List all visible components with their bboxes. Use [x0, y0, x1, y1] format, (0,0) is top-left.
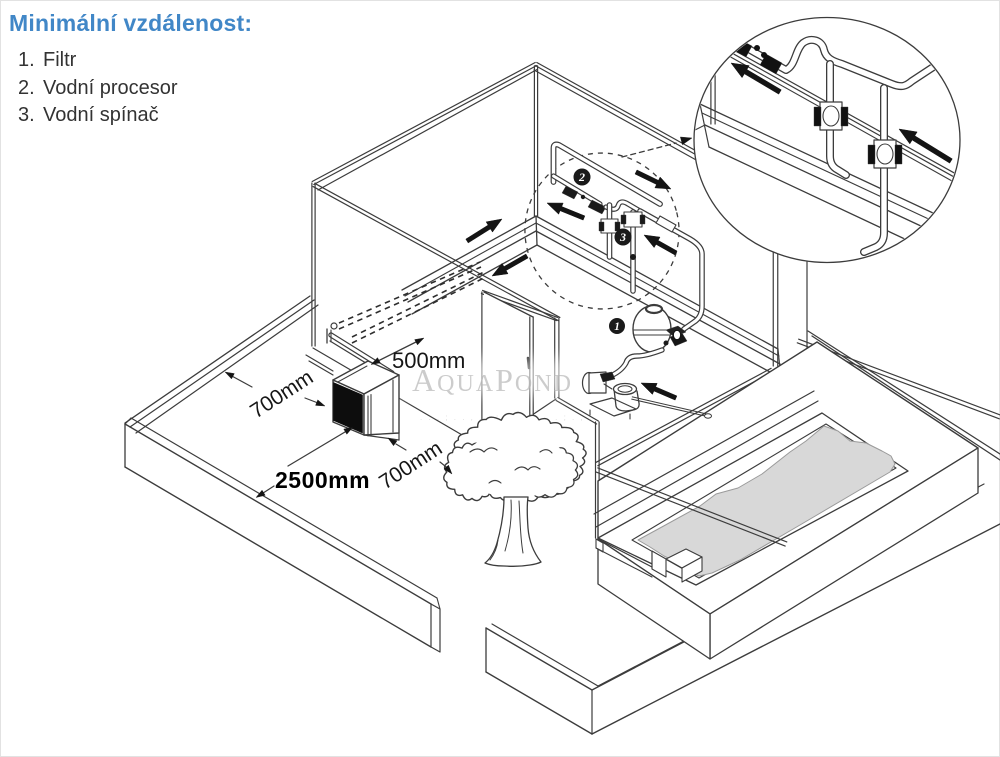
svg-text:Filtr: Filtr — [43, 49, 77, 71]
svg-text:AQUAPOND: AQUAPOND — [412, 362, 573, 398]
svg-text:3: 3 — [619, 230, 626, 244]
svg-text:2: 2 — [578, 170, 585, 184]
svg-text:Vodní procesor: Vodní procesor — [43, 77, 178, 99]
svg-text:1.: 1. — [18, 49, 35, 71]
svg-text:500mm: 500mm — [392, 348, 465, 373]
svg-text:1: 1 — [614, 321, 620, 333]
svg-text:Minimální vzdálenost:: Minimální vzdálenost: — [9, 10, 252, 36]
svg-text:2500mm: 2500mm — [275, 467, 370, 493]
svg-text:2.: 2. — [18, 77, 35, 99]
svg-text:3.: 3. — [18, 104, 35, 126]
svg-text:Vodní spínač: Vodní spínač — [43, 104, 159, 126]
